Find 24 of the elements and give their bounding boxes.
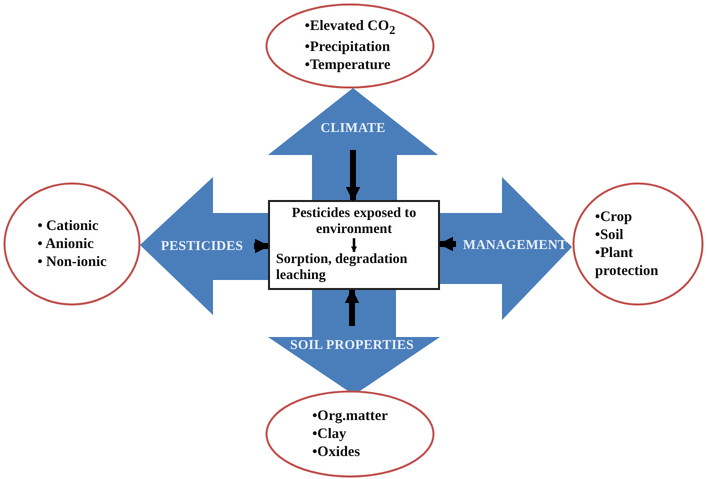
arrow-label: MANAGEMENT [463, 237, 567, 253]
list-item: • Cationic [37, 216, 98, 235]
list-item: •Soil [595, 226, 624, 244]
list-item: •Temperature [304, 56, 390, 75]
list-item: •Clay [312, 424, 346, 444]
arrow [351, 238, 357, 252]
arrow-label: PESTICIDES [160, 238, 244, 254]
arrow [344, 288, 360, 326]
arrow [254, 238, 270, 254]
list-item: •Oxides [312, 443, 360, 462]
list-item: • Anionic [37, 234, 94, 254]
list-item: •Precipitation [304, 38, 390, 56]
arrow [438, 236, 456, 252]
list-item: •Org.matter [312, 406, 388, 425]
list-item: • Non-ionic [37, 253, 107, 272]
arrow [346, 150, 360, 202]
list-item: •Elevated CO$_{2}$ [304, 17, 396, 38]
box-text: Pesticides exposed to environment [290, 206, 418, 238]
process-box [268, 200, 440, 290]
arrow-label: CLIMATE [320, 120, 386, 136]
arrow-label: SOIL PROPERTIES [290, 337, 414, 353]
list-item: •Crop [595, 208, 632, 226]
list-item: •Plant protection [595, 244, 660, 280]
box-text: Sorption, degradation leaching [276, 252, 408, 284]
